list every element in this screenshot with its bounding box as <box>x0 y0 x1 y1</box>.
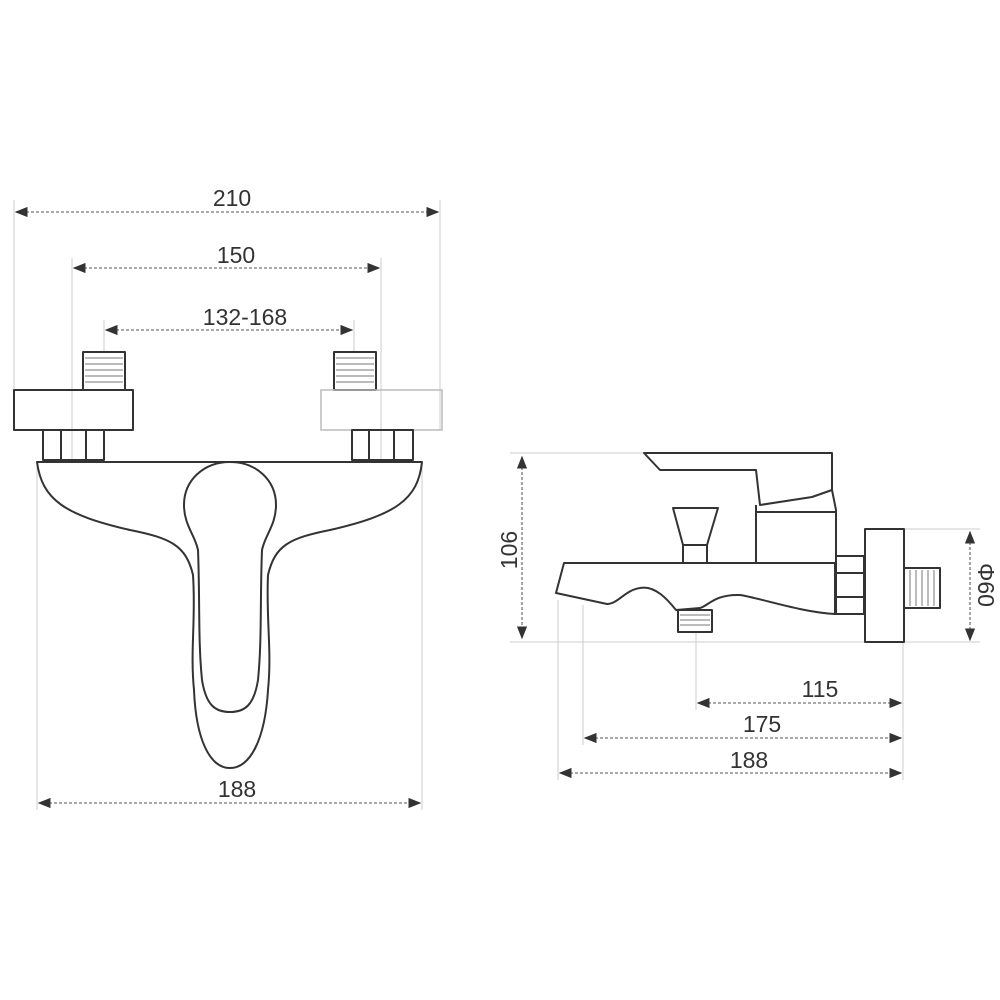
mixer-body-front <box>36 461 423 769</box>
left-inlet-fitting <box>13 351 134 461</box>
front-view: 210 150 132-168 <box>13 185 443 810</box>
diverter-knob <box>672 507 719 564</box>
extension-lines <box>13 200 441 810</box>
wall-connection <box>835 528 941 643</box>
spout-body <box>555 562 836 615</box>
dim-label-body-width: 188 <box>218 776 256 802</box>
outlet-thread <box>677 609 713 633</box>
dim-label-spout-tip-to-wall: 175 <box>743 711 781 737</box>
dim-label-flange-diameter: Φ60 <box>973 563 999 607</box>
lever-handle-front <box>183 461 277 713</box>
dim-label-outlet-to-wall: 115 <box>802 676 839 702</box>
cartridge-housing <box>755 489 837 563</box>
dim-label-overall-width: 210 <box>213 185 251 211</box>
lever-handle-side <box>643 452 833 506</box>
right-inlet-fitting <box>320 351 443 461</box>
dim-label-overall-depth: 188 <box>730 747 768 773</box>
dim-label-height: 106 <box>496 531 522 569</box>
side-view: 106 Φ60 115 175 <box>496 452 999 780</box>
dim-label-inlet-spacing: 150 <box>217 242 255 268</box>
extension-lines <box>510 452 980 780</box>
dim-label-inlet-range: 132-168 <box>203 304 287 330</box>
